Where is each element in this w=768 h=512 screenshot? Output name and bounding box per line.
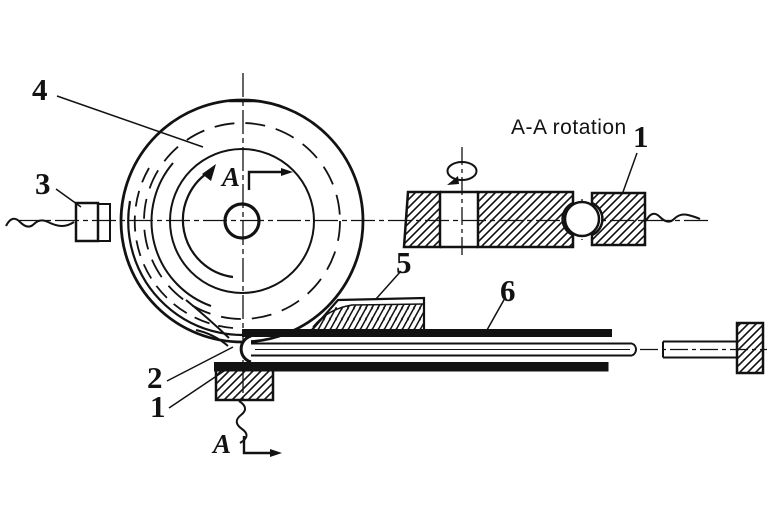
cut-arrow-top bbox=[247, 168, 293, 190]
spin-symbol bbox=[446, 161, 478, 181]
section-title: A-A rotation bbox=[511, 116, 627, 139]
callout-left-shaft: 3 bbox=[35, 166, 51, 201]
cut-arrow-bottom bbox=[242, 436, 282, 457]
callout-clamp-section: 1 bbox=[633, 119, 649, 154]
clamp-front bbox=[214, 365, 275, 444]
callout-tube: 6 bbox=[500, 273, 516, 308]
break-squiggle-right bbox=[645, 212, 701, 223]
spin-arrowhead bbox=[447, 176, 459, 185]
callout-tube-nose: 2 bbox=[147, 360, 163, 395]
clamp-section-block bbox=[590, 191, 647, 247]
rod-end-cap bbox=[631, 342, 637, 357]
pressure-die bbox=[310, 296, 426, 332]
draw-rod-and-bolt bbox=[662, 321, 765, 375]
callout-bend-die: 4 bbox=[32, 72, 48, 107]
tube-assembly bbox=[214, 329, 637, 372]
break-squiggle-bottom bbox=[235, 400, 248, 444]
rotation-direction-arrow bbox=[181, 164, 234, 279]
tube-top-wall bbox=[242, 329, 612, 337]
cut-letter-bottom: A bbox=[213, 429, 232, 459]
tube-nose bbox=[239, 334, 252, 364]
callout-pressure-die: 5 bbox=[396, 245, 412, 280]
cut-letter-top: A bbox=[222, 162, 241, 192]
section-a-a bbox=[402, 161, 701, 249]
callout-clamp-front: 1 bbox=[150, 389, 166, 424]
wheel-center-hole bbox=[223, 202, 261, 240]
leader-lines bbox=[55, 95, 638, 409]
bolt-head bbox=[735, 321, 765, 375]
break-squiggle-left bbox=[5, 217, 75, 228]
bend-die-wheel bbox=[119, 98, 365, 347]
left-shaft-block bbox=[5, 201, 111, 243]
ball-detent bbox=[563, 200, 601, 238]
tube-bottom-wall bbox=[214, 362, 609, 372]
